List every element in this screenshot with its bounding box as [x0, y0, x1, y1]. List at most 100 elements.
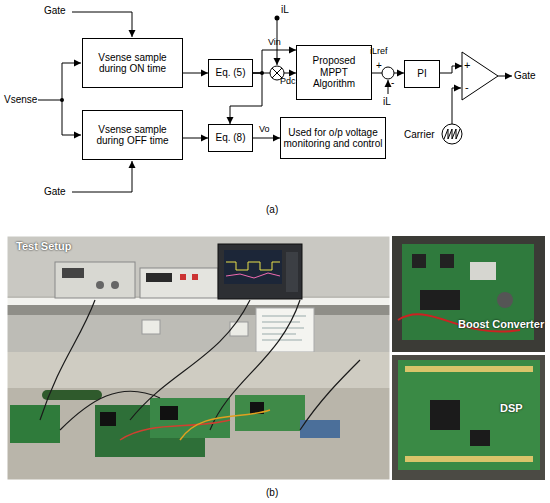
signal-name: iLref [370, 47, 388, 57]
lab-photo [300, 420, 340, 438]
box-text: Used for o/p voltage monitoring and cont… [283, 127, 383, 150]
lab-photo [470, 430, 490, 446]
lab-photo [160, 406, 178, 420]
comparator-outline [462, 52, 498, 100]
lab-photo [392, 236, 545, 352]
signal-connector [440, 66, 462, 73]
junction-dot [60, 16, 280, 103]
mppt-box: Proposed MPPT Algorithm [296, 45, 372, 100]
lab-photo [40, 300, 360, 430]
lab-photo [7, 352, 390, 480]
lab-photo [100, 412, 116, 426]
signal-name: iL [281, 4, 289, 15]
signal-connector [183, 138, 208, 139]
signal-wire [62, 135, 81, 136]
lab-photo [142, 320, 160, 334]
signal-wire [62, 63, 81, 64]
lab-photo [470, 262, 496, 280]
photo-label: Boost Converter [458, 318, 544, 330]
lab-photo [256, 308, 314, 352]
lab-photo [405, 456, 533, 462]
lab-photo [440, 254, 454, 268]
sign-label: + [376, 60, 382, 71]
lab-photo [218, 244, 302, 299]
lab-photo [7, 298, 390, 305]
signal-name: Vsense [4, 94, 37, 105]
equation-box: Eq. (5) [208, 59, 253, 87]
signal-wire [72, 161, 132, 192]
lab-photo [230, 322, 248, 336]
lab-photo [192, 274, 198, 280]
junction-dot [275, 16, 280, 21]
signal-wire [72, 12, 132, 37]
signal-name: iL [383, 96, 391, 107]
signal-wire [388, 80, 389, 94]
panel-label: (b) [266, 487, 278, 498]
lab-photo [7, 305, 390, 315]
lab-photo [286, 252, 298, 292]
process-box: Vsense sample during ON time [82, 38, 183, 88]
lab-photo [226, 262, 280, 270]
lab-photo [226, 273, 280, 278]
lab-photo [10, 405, 60, 443]
comparator-symbol: +- [462, 52, 498, 100]
photo-label: Test Setup [16, 240, 71, 252]
lab-photo [7, 236, 545, 480]
lab-photo [398, 360, 540, 470]
lab-photo [430, 400, 460, 430]
box-text: Proposed MPPT Algorithm [299, 55, 369, 90]
lab-photo [96, 281, 104, 289]
carrier-symbol [442, 124, 462, 144]
sign-label: - [391, 77, 394, 88]
process-box: Vsense sample during OFF time [82, 110, 183, 160]
signal-wire [38, 100, 62, 101]
lab-photo [392, 355, 545, 480]
lab-photo [55, 262, 135, 298]
carrier-symbol [442, 124, 462, 144]
signal-connector [253, 50, 296, 73]
signal-name: Gate [44, 186, 66, 197]
lab-photo [62, 268, 84, 278]
signal-connector [230, 73, 262, 124]
signal-connector [183, 73, 208, 74]
signal-name: Pdc [280, 77, 296, 87]
signal-name: Gate [514, 70, 536, 81]
junction-dot [60, 98, 64, 102]
sign-label: - [465, 82, 469, 93]
box-text: Vsense sample during ON time [85, 52, 180, 75]
carrier-symbol [444, 129, 460, 139]
signal-name: Carrier [404, 129, 435, 140]
lab-photo [120, 420, 230, 440]
lab-photo [7, 388, 390, 480]
signal-connector [253, 73, 296, 74]
signal-wire [38, 12, 512, 192]
lab-photo [111, 281, 119, 289]
box-text: Eq. (8) [215, 132, 245, 144]
controller-box: PI [404, 60, 440, 88]
lab-photo [140, 268, 218, 298]
lab-photo [7, 236, 390, 480]
signal-wire [498, 76, 512, 77]
lab-photo [497, 292, 513, 308]
box-text: Vsense sample during OFF time [85, 124, 180, 147]
signal-connector [253, 138, 280, 139]
lab-photo [224, 250, 282, 284]
lab-photo [412, 254, 426, 268]
signal-name: Gate [44, 5, 66, 16]
signal-connector [372, 73, 404, 74]
signal-wire [452, 88, 461, 124]
lab-photo [180, 410, 270, 440]
process-box: Used for o/p voltage monitoring and cont… [280, 117, 386, 159]
lab-photo [146, 273, 172, 282]
lab-photo [405, 366, 533, 372]
lab-photo [7, 236, 390, 480]
panel-label: (a) [266, 204, 278, 215]
equation-box: Eq. (8) [208, 124, 253, 152]
signal-name: Vo [259, 125, 270, 135]
box-text: PI [417, 68, 426, 80]
lab-photo [235, 395, 305, 431]
lab-photo [420, 290, 460, 310]
lab-photo [180, 274, 186, 280]
sign-label: + [464, 60, 470, 71]
